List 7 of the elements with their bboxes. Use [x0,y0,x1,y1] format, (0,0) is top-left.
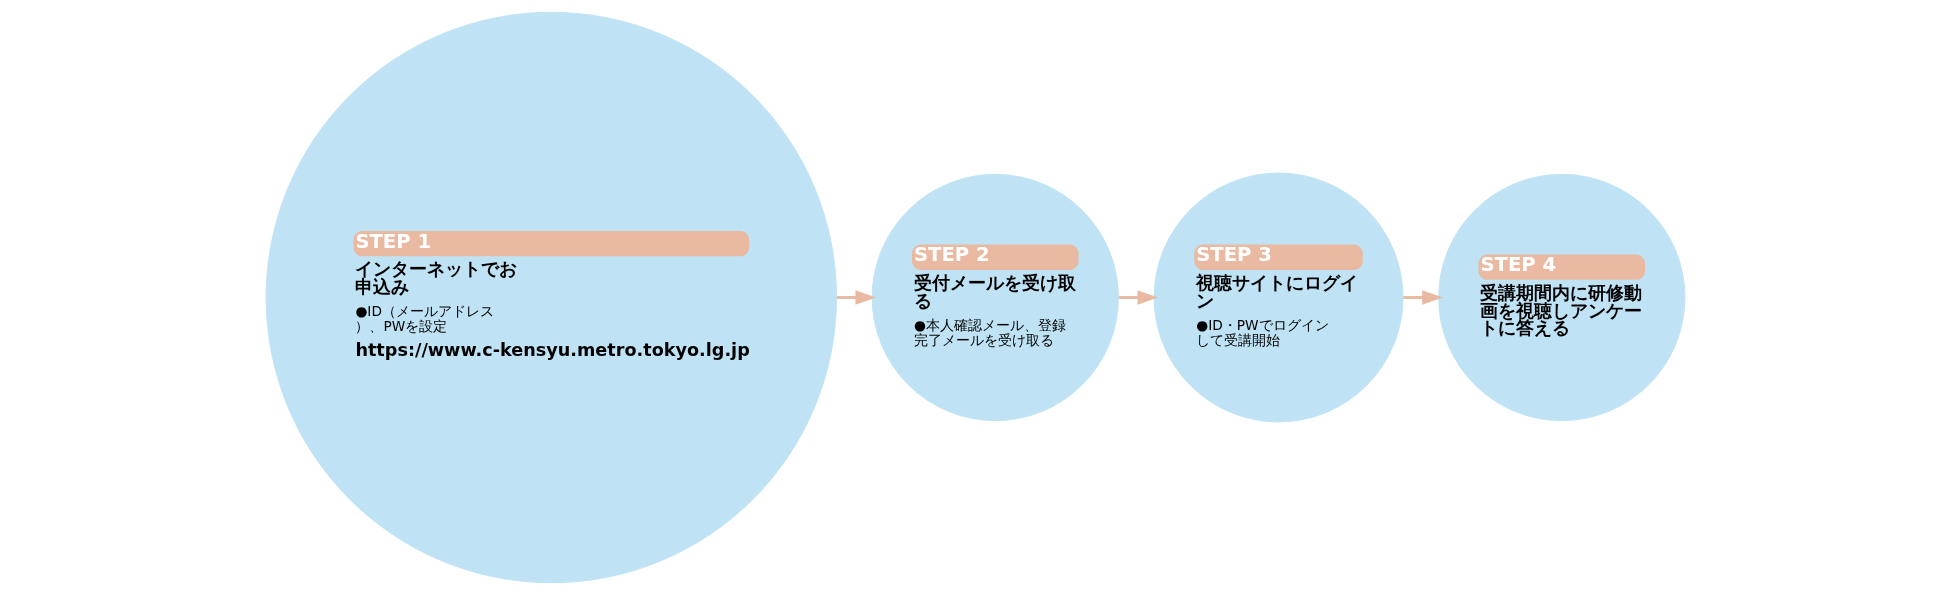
node-circle: STEP 3 視聴サイトにログイン ●ID・PWでログインして受講開始 [1153,172,1403,423]
node-circle: STEP 1 インターネットでお申込み ●ID（メールアドレス）、PWを設定 https://www.c-kensyu.metro.tokyo.lg.jp [265,11,837,584]
arrow [1402,290,1443,305]
arrow [836,290,876,305]
arrow [1118,290,1158,305]
node-circle: STEP 2 受付メールを受け取る ●本人確認メール、登録完了メールを受け取る [871,173,1119,422]
node-circle: STEP 4 受講期間内に研修動画を視聴しアンケートに答える [1437,173,1685,422]
